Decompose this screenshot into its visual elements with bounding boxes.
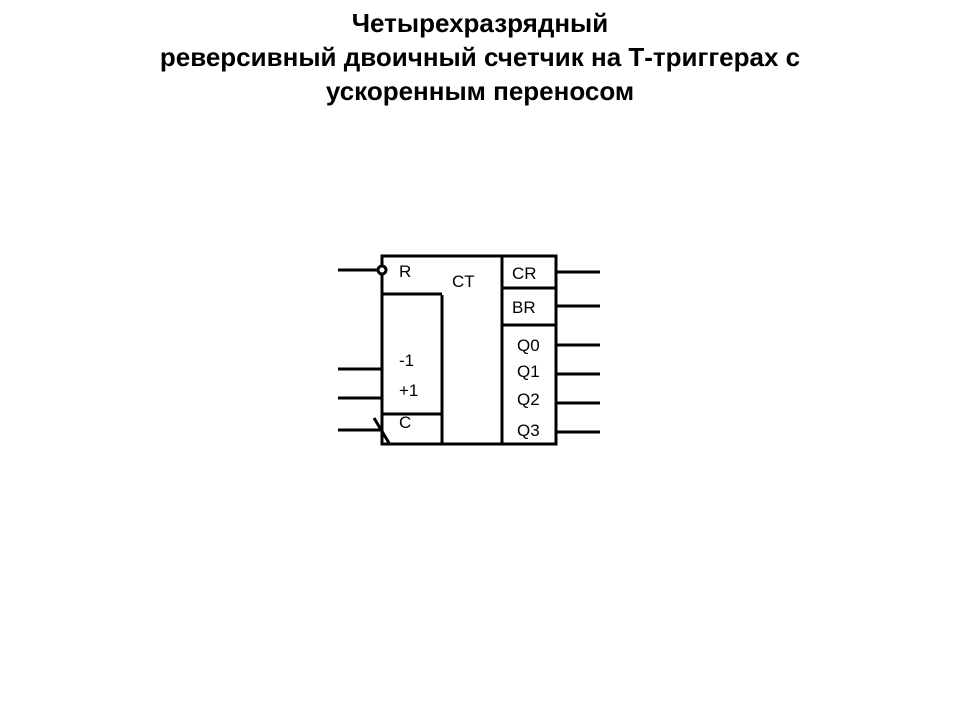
function-label: CT — [452, 272, 475, 291]
q2-label: Q2 — [517, 390, 540, 409]
clock-edge-marker — [372, 417, 391, 444]
reset-inversion-bubble — [376, 264, 388, 276]
counter-outline — [380, 254, 558, 446]
q3-label: Q3 — [517, 421, 540, 440]
down-label: -1 — [399, 351, 414, 370]
up-label: +1 — [399, 381, 418, 400]
slide-title: Четырехразрядный реверсивный двоичный сч… — [0, 6, 960, 108]
title-line-3: ускоренным переносом — [325, 76, 635, 106]
title-line-1: Четырехразрядный — [351, 8, 609, 38]
reset-label: R — [399, 262, 411, 281]
clock-label: C — [399, 413, 411, 432]
q0-label: Q0 — [517, 336, 540, 355]
carry-label: CR — [512, 264, 537, 283]
borrow-label: BR — [512, 298, 536, 317]
title-line-2: реверсивный двоичный счетчик на Т-тригге… — [159, 42, 801, 72]
q1-label: Q1 — [517, 362, 540, 381]
